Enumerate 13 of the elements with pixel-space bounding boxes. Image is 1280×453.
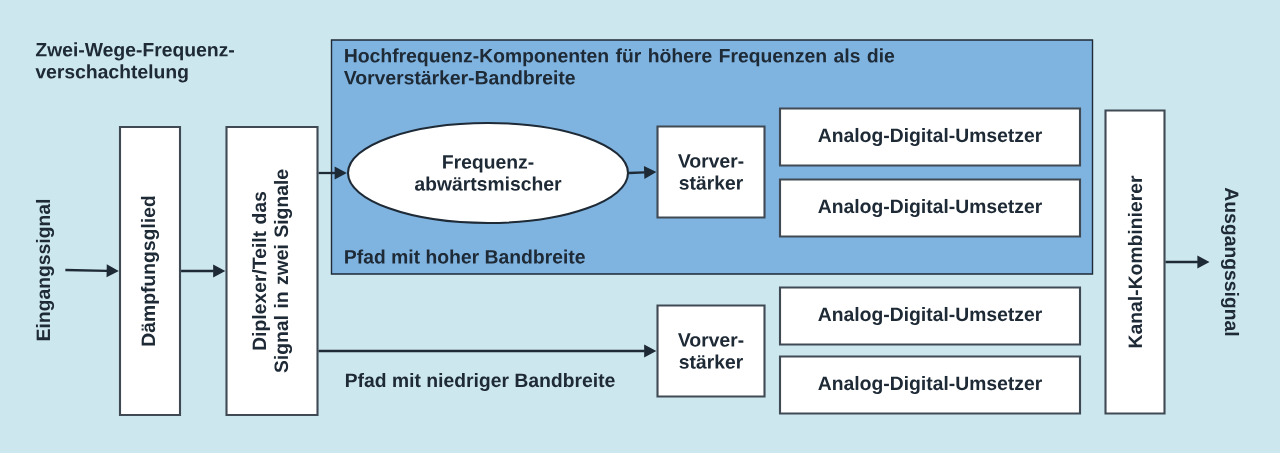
edge-label: Pfad mit niedriger Bandbreite	[342, 371, 618, 393]
output-label: Ausgangssignal	[1220, 187, 1240, 336]
input-label: Eingangssignal	[35, 199, 55, 341]
amplifier-box: Vorver-stärker	[656, 125, 766, 219]
converter-box: Analog-Digital-Umsetzer	[778, 286, 1082, 346]
converter-box: Analog-Digital-Umsetzer	[778, 178, 1082, 238]
converter-box: Analog-Digital-Umsetzer	[778, 355, 1082, 415]
process-box: Dämpfungsglied	[118, 125, 182, 417]
diagram-title: Zwei-Wege-Frequenz-verschachtelung	[35, 42, 234, 83]
process-box: Kanal-Kombinierer	[1104, 109, 1166, 415]
amplifier-box: Vorver-stärker	[656, 304, 766, 398]
process-box: Diplexer/Teilt das Signal in zwei Signale	[225, 125, 319, 417]
converter-box: Analog-Digital-Umsetzer	[778, 107, 1082, 167]
